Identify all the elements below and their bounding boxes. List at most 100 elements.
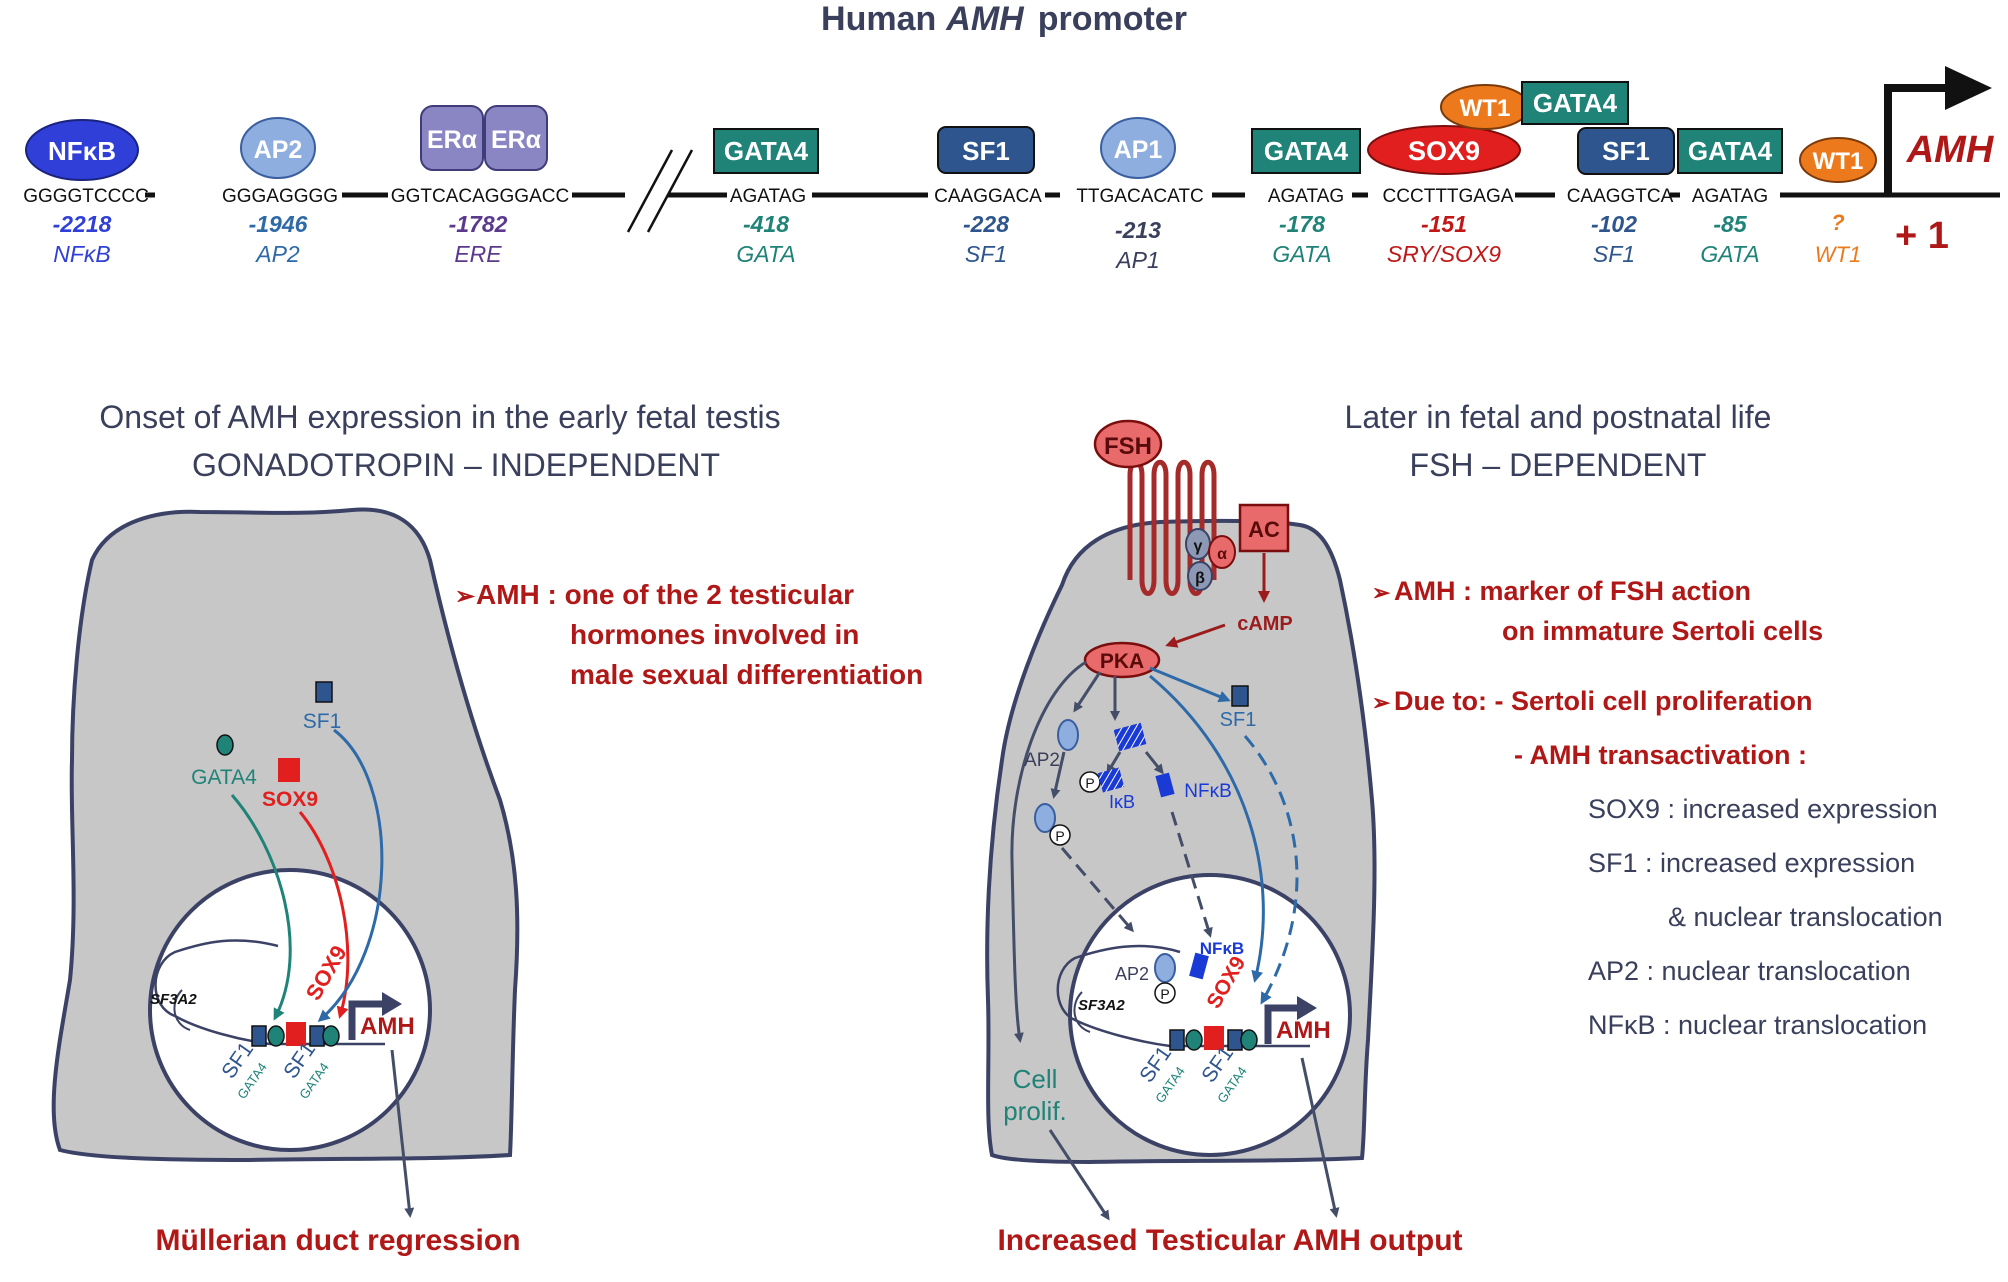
position-label: -1946 — [249, 211, 308, 237]
right-note-item-sf1: SF1 : increased expression — [1588, 848, 1915, 878]
sf3a2-label-right: SF3A2 — [1078, 997, 1125, 1014]
ap2-factor-label: AP2 — [254, 136, 303, 164]
sox9-cytoplasm-left — [278, 758, 300, 782]
sf1-dashed-translocation-arrow — [1243, 735, 1299, 1005]
ac-label: AC — [1248, 517, 1280, 542]
adenylate-cyclase — [1238, 503, 1290, 553]
ap2-label-right: AP2 — [1024, 750, 1060, 771]
fsh-label: FSH — [1104, 433, 1152, 460]
right-note-item-sf1-cont: & nuclear translocation — [1668, 902, 1943, 932]
sequence-label: GGGAGGGG — [222, 186, 338, 207]
amh-tss-arrowhead-left — [382, 992, 402, 1016]
g-protein-alpha — [1208, 535, 1236, 569]
gata4-top-factor-label: GATA4 — [1533, 88, 1618, 118]
break-mark — [646, 149, 694, 233]
phosphate-label: P — [1160, 986, 1169, 1002]
site-label: WT1 — [1815, 242, 1861, 267]
nfkb-factor-oval — [25, 119, 139, 181]
sox9-factor-label: SOX9 — [1408, 136, 1480, 166]
right-outcome: Increased Testicular AMH output — [997, 1224, 1462, 1257]
sf1-bound-right-a — [1169, 1029, 1185, 1051]
right-note-line2: on immature Sertoli cells — [1502, 616, 1823, 646]
gata4-bound-b — [322, 1025, 340, 1047]
nucleus-right — [1068, 873, 1352, 1157]
position-label: -178 — [1279, 211, 1325, 237]
ap2-phosphorylation-arrow — [1050, 751, 1066, 799]
sf3a2-label-left: SF3A2 — [150, 991, 197, 1008]
sequence-label: AGATAG — [1692, 186, 1768, 207]
gata4-translocation-arrow — [230, 794, 292, 1021]
sequence-label: GGTCACAGGGACC — [391, 186, 569, 207]
gata4-label-left: GATA4 — [191, 766, 257, 789]
phosphate-ap2-nuclear — [1154, 982, 1176, 1004]
ikb-phosphorylated — [1097, 767, 1125, 793]
nfkb-nuclear — [1189, 952, 1209, 980]
left-outcome: Müllerian duct regression — [155, 1224, 520, 1257]
sf1-nuclear-translocation-arrow — [1149, 674, 1265, 983]
nfkb-label-right: NFκB — [1184, 781, 1232, 802]
ikb-label: IκB — [1109, 792, 1135, 812]
sf3a2-bracket-left — [173, 989, 191, 1031]
ikb-phosphorylation-arrow — [1106, 751, 1122, 775]
nfkb-factor-label: NFκB — [48, 136, 116, 166]
nfkb-release-arrow — [1144, 751, 1164, 775]
amh-tss-arrow-right — [1264, 1004, 1300, 1044]
site-label: SF1 — [965, 241, 1007, 267]
phosphate-ikb — [1079, 771, 1101, 793]
sf1-cytoplasm-right — [1231, 685, 1249, 707]
sequence-label: CAAGGTCA — [1567, 186, 1674, 207]
phosphate-ap2 — [1049, 824, 1071, 846]
right-panel-subtitle: FSH – DEPENDENT — [1410, 447, 1707, 483]
site-label: SRY/SOX9 — [1387, 241, 1501, 267]
cell-proliferation-label-2: prolif. — [1003, 1096, 1067, 1126]
sequence-label: CCCTTTGAGA — [1383, 186, 1514, 207]
sf1-bound-a — [251, 1025, 267, 1047]
position-label: -85 — [1713, 211, 1747, 237]
sf1-bound-b — [309, 1025, 325, 1047]
gamma-label: γ — [1194, 538, 1203, 555]
ap2-factor-oval — [240, 117, 316, 179]
left-panel-title: Onset of AMH expression in the early fet… — [99, 399, 780, 435]
left-panel-subtitle: GONADOTROPIN – INDEPENDENT — [192, 447, 720, 483]
era-factor-label-2: ERα — [491, 126, 542, 154]
right-note-item-nfkb: NFκB : nuclear translocation — [1588, 1010, 1927, 1040]
g-protein-beta — [1187, 561, 1213, 591]
dna-strand-right — [1056, 944, 1310, 1048]
pka-to-ap2-arrow — [1073, 671, 1102, 713]
nfkb-nuclear-label: NFκB — [1200, 939, 1244, 958]
era-factor-label-1: ERα — [427, 126, 478, 154]
site-label: SF1 — [1593, 241, 1635, 267]
gata4-factor-box — [1251, 128, 1361, 174]
sf3a2-bracket-right — [1073, 991, 1091, 1033]
alpha-label: α — [1217, 546, 1227, 563]
sf1-bound-right-b — [1227, 1029, 1243, 1051]
right-note-line1: AMH : marker of FSH action — [1394, 576, 1751, 606]
left-note-line2: hormones involved in — [570, 619, 859, 650]
pka-to-proliferation-arrow — [1010, 660, 1087, 1043]
sox9-label-left: SOX9 — [262, 788, 318, 811]
promoter-factors: NFκB AP2 ERα ERα GATA4 SF1 AP1 GATA4 SOX… — [25, 81, 1877, 183]
sf1-factor-box — [1577, 127, 1675, 175]
sequence-label: AGATAG — [1268, 186, 1344, 207]
right-note-bullet-1: ➢ — [1372, 580, 1391, 605]
gata4-factor-box — [713, 128, 819, 174]
sox9-bound-right — [1204, 1026, 1224, 1050]
ap2-nuclear-translocation-arrow — [1060, 847, 1134, 933]
phosphate-label: P — [1085, 775, 1094, 791]
sf1-factor-label: SF1 — [1602, 136, 1650, 166]
position-label: ? — [1831, 210, 1844, 235]
wt1-factor-oval — [1799, 137, 1877, 183]
gata4-factor-box — [1677, 128, 1783, 174]
camp-label: cAMP — [1237, 613, 1293, 635]
site-label: ERE — [454, 241, 502, 267]
sf1-label-right: SF1 — [1220, 709, 1257, 731]
sequence-label: AGATAG — [730, 186, 806, 207]
site-label: GATA — [736, 241, 795, 267]
ap1-factor-oval — [1100, 117, 1176, 179]
gata4-bound-a — [267, 1025, 285, 1047]
sf1-factor-box — [937, 126, 1035, 174]
amh-tss-arrowhead-right — [1297, 996, 1317, 1020]
left-note-line1: AMH : one of the 2 testicular — [476, 579, 854, 610]
position-label: -228 — [963, 211, 1009, 237]
